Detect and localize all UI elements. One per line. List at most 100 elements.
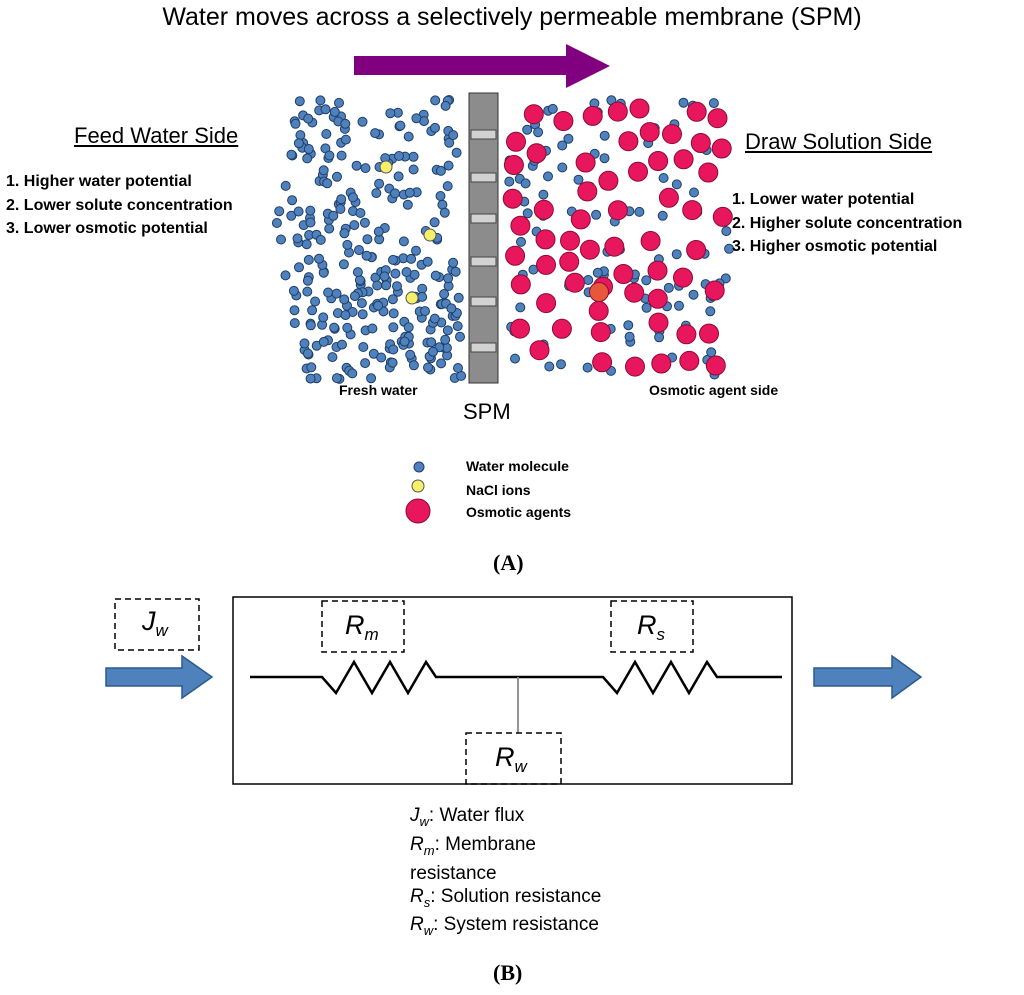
- water-molecule: [411, 113, 422, 124]
- fresh-water-caption: Fresh water: [339, 382, 418, 398]
- membrane-pore: [470, 296, 497, 307]
- water-molecule: [318, 312, 329, 323]
- osmotic-agent: [582, 105, 603, 126]
- osmotic-agent: [598, 170, 619, 191]
- water-molecule: [582, 362, 593, 373]
- osmotic-agent: [510, 274, 531, 295]
- rw-label: Rw: [495, 744, 527, 776]
- water-molecule: [724, 243, 735, 254]
- water-molecule: [374, 178, 385, 189]
- water-molecule: [274, 206, 285, 217]
- rs-symbol: R: [637, 610, 657, 640]
- osmotic-agent: [577, 181, 598, 202]
- water-molecule: [455, 331, 465, 342]
- osmotic-agent: [699, 323, 719, 344]
- osmotic-agent: [503, 155, 524, 175]
- membrane-pore: [470, 256, 497, 267]
- water-molecule: [430, 122, 440, 133]
- water-molecule: [331, 373, 342, 384]
- osmotic-agent: [625, 356, 645, 377]
- water-molecule: [573, 174, 584, 185]
- key-membrane-text-cont: resistance: [410, 862, 497, 884]
- water-molecule: [446, 303, 457, 314]
- osmotic-agent: [640, 231, 661, 251]
- water-molecule: [293, 138, 304, 149]
- water-molecule: [322, 178, 333, 189]
- osmotic-agent: [575, 152, 596, 173]
- water-molecule: [305, 205, 316, 216]
- water-molecule: [705, 306, 716, 317]
- water-molecule: [401, 267, 412, 277]
- water-molecule: [422, 256, 433, 267]
- water-molecule: [708, 98, 719, 109]
- rs-box: [610, 600, 694, 653]
- panel-a-label: (A): [493, 550, 524, 575]
- circuit: [105, 596, 923, 785]
- feed-item-1: 1. Higher water potential: [6, 173, 192, 190]
- water-molecule: [439, 207, 450, 218]
- water-molecule: [371, 188, 382, 199]
- water-molecule: [314, 253, 324, 264]
- water-molecule: [336, 150, 347, 161]
- water-molecule: [444, 137, 455, 148]
- osmotic-agent: [707, 108, 728, 129]
- water-molecule: [440, 334, 451, 345]
- water-molecule: [688, 289, 699, 300]
- water-molecule: [706, 347, 717, 358]
- water-molecule: [428, 346, 438, 357]
- water-molecule: [336, 194, 347, 205]
- water-molecule: [324, 150, 335, 161]
- osmotic-agent: [705, 355, 726, 376]
- water-molecule: [403, 322, 414, 333]
- water-molecule: [388, 322, 399, 333]
- water-molecule: [510, 353, 520, 364]
- osmotic-agent: [607, 200, 628, 221]
- water-molecule: [331, 288, 342, 299]
- water-molecule: [332, 171, 342, 182]
- water-molecule: [423, 362, 433, 373]
- water-molecule: [522, 124, 533, 135]
- water-molecule: [420, 306, 430, 317]
- osmotic-agent: [676, 324, 697, 345]
- water-molecule: [357, 309, 368, 320]
- jw-symbol: J: [142, 606, 156, 636]
- water-molecule: [339, 228, 350, 239]
- water-molecule: [289, 318, 300, 329]
- water-molecule: [320, 104, 331, 115]
- water-molecule: [315, 95, 326, 106]
- osmotic-agent: [570, 209, 591, 230]
- osmotic-agent-caption: Osmotic agent side: [649, 382, 779, 398]
- osmotic-agent: [590, 322, 611, 343]
- key-water-flux: Jw: Water flux: [410, 804, 601, 833]
- water-molecule: [417, 291, 428, 302]
- osmotic-agent: [629, 98, 650, 119]
- water-molecule: [533, 127, 544, 138]
- key-water-flux-text: : Water flux: [428, 805, 525, 826]
- water-molecule: [358, 342, 369, 352]
- osmotic-agent: [559, 251, 580, 272]
- osmotic-agent: [536, 293, 557, 314]
- jw-box: [114, 598, 200, 651]
- water-molecule: [376, 352, 387, 363]
- water-molecule: [303, 144, 314, 154]
- water-molecule: [402, 199, 413, 210]
- membrane-pores: [470, 129, 497, 353]
- water-molecule: [599, 130, 610, 141]
- water-molecule: [429, 313, 440, 324]
- water-molecule: [388, 308, 399, 319]
- osmotic-agent: [628, 161, 648, 182]
- rs-subscript: s: [656, 625, 666, 644]
- osmotic-agent: [533, 199, 554, 220]
- water-molecule: [352, 267, 363, 278]
- osmotic-agent: [686, 240, 707, 260]
- water-molecule: [556, 359, 566, 370]
- water-molecule: [408, 164, 419, 175]
- water-molecule: [302, 153, 313, 164]
- water-molecule: [399, 336, 410, 347]
- water-molecule: [430, 270, 441, 281]
- water-molecule: [370, 128, 381, 139]
- water-molecule: [658, 173, 669, 183]
- water-molecule: [623, 320, 634, 331]
- rm-box: [321, 600, 405, 653]
- water-molecule: [547, 103, 558, 114]
